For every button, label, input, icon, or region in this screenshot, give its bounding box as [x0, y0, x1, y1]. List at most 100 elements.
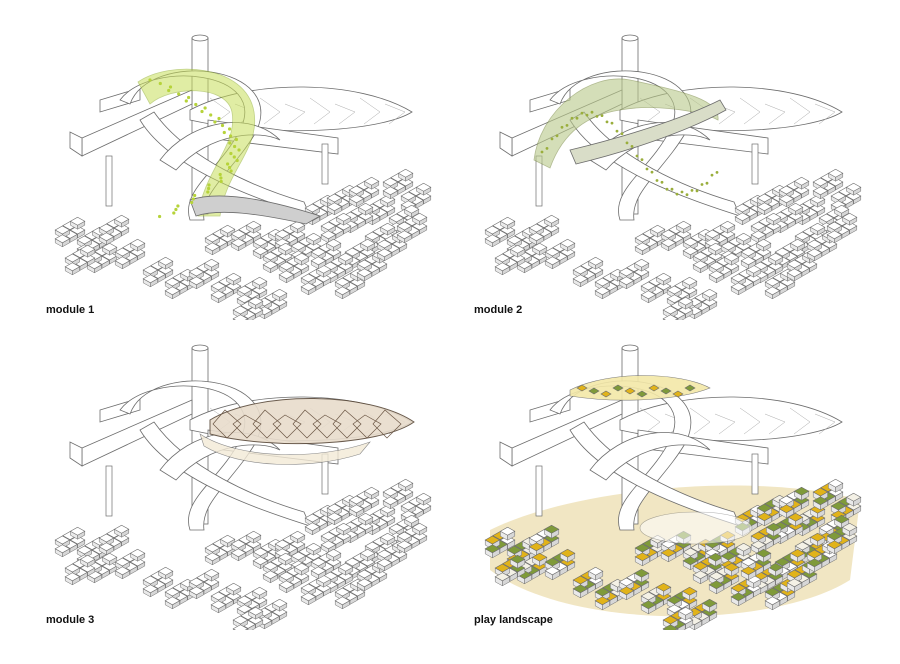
hex-tile	[113, 533, 130, 543]
hex-tile	[388, 523, 405, 533]
hex-tile	[740, 247, 757, 257]
hex-tile	[587, 566, 604, 576]
hex-tile	[245, 220, 262, 230]
hex-tile	[305, 241, 322, 251]
hex-tile	[142, 274, 159, 284]
ribbon-b-dot	[655, 179, 659, 182]
hex-tile	[356, 268, 373, 278]
ribbon-a-dot	[176, 204, 180, 208]
hex-tile	[363, 176, 380, 186]
ribbon-b-dot	[650, 170, 654, 174]
hex-tile	[786, 578, 803, 588]
hex-tile	[334, 596, 351, 606]
ribbon-b-dot	[675, 192, 679, 196]
hex-tile	[494, 262, 511, 272]
hex-tile	[79, 253, 96, 263]
canopy-line	[334, 103, 356, 125]
ribbon-a-dot	[217, 116, 221, 121]
hex-tile	[164, 596, 181, 606]
hex-tile	[325, 247, 342, 257]
hex-tile	[793, 185, 810, 195]
hex-tile	[778, 495, 795, 505]
hex-tile	[415, 182, 432, 192]
hex-tile	[164, 277, 181, 287]
hex-tile	[101, 552, 118, 562]
hex-tile	[707, 552, 724, 562]
ribbon-b-dot	[665, 187, 669, 191]
ribbon-a-dot	[158, 81, 162, 86]
hex-tile	[247, 305, 264, 315]
hex-tile	[188, 267, 205, 277]
ribbon-shadow	[639, 511, 753, 545]
hex-tile	[157, 265, 174, 275]
canopy-line	[789, 407, 811, 435]
hex-tile	[812, 186, 829, 196]
hex-tile	[708, 270, 725, 280]
column-top	[621, 344, 639, 352]
ribbon-a-dot	[228, 141, 232, 145]
hex-tile	[633, 267, 650, 277]
hex-tile	[666, 285, 683, 295]
hex-tile	[675, 229, 692, 239]
hex-tile	[400, 501, 417, 511]
ribbon-b-dot	[685, 193, 689, 197]
hex-tile	[677, 305, 694, 315]
hex-tile	[64, 572, 81, 582]
ribbon-a-dot	[184, 99, 188, 103]
hex-tile	[682, 246, 699, 256]
canopy-tile	[588, 387, 600, 395]
canopy-cell	[292, 409, 322, 439]
hex-tile	[142, 575, 159, 585]
hex-tile	[315, 583, 332, 593]
hex-tile	[157, 566, 174, 576]
hex-tile	[794, 541, 811, 551]
hex-tile	[634, 233, 651, 243]
hex-tile	[708, 580, 725, 590]
beam-end	[69, 441, 83, 467]
ribbon-a-dot	[235, 158, 239, 163]
play-landscape-drawing	[484, 344, 862, 630]
hex-tile	[826, 221, 843, 231]
hex-tile	[232, 624, 249, 630]
hex-tile	[734, 203, 751, 213]
panel-module-1	[20, 20, 450, 320]
hex-tile	[337, 261, 354, 271]
hex-tile	[572, 584, 589, 594]
hex-tile	[290, 551, 307, 561]
leg	[751, 453, 759, 495]
hex-tile	[750, 221, 767, 231]
hex-tile	[827, 168, 844, 178]
hex-tile	[252, 556, 269, 566]
column-top	[621, 34, 639, 42]
hex-tile	[701, 598, 718, 608]
hex-tile	[845, 492, 862, 502]
ribbon-b-dot	[550, 137, 554, 141]
hex-tile	[305, 542, 322, 552]
hex-tile	[277, 242, 294, 252]
hex-tile	[300, 282, 317, 292]
hex-tile	[544, 256, 561, 266]
hex-tile	[681, 276, 698, 286]
ribbon-a-dot	[232, 155, 236, 159]
hex-tile	[826, 540, 843, 550]
hex-tile	[277, 552, 294, 562]
hex-tile	[204, 552, 221, 562]
ribbon-a-dot	[177, 92, 181, 96]
hex-tile	[655, 272, 672, 282]
ribbon-a-dot	[207, 183, 211, 187]
ribbon-a-dot	[148, 78, 152, 82]
hex-tile	[334, 286, 351, 296]
ribbon-a-dot	[187, 95, 191, 100]
hex-tile	[157, 575, 174, 585]
ribbon-b-dot	[670, 187, 674, 191]
ribbon-a-dot	[207, 186, 211, 191]
hex-tile	[531, 251, 548, 261]
hex-tile	[506, 545, 523, 555]
hex-tile	[397, 177, 414, 187]
hex-tile	[379, 203, 396, 213]
hex-tile	[363, 185, 380, 195]
leg	[751, 143, 759, 185]
hex-tile	[662, 615, 679, 625]
leg	[105, 155, 113, 207]
hex-tile	[723, 252, 740, 262]
